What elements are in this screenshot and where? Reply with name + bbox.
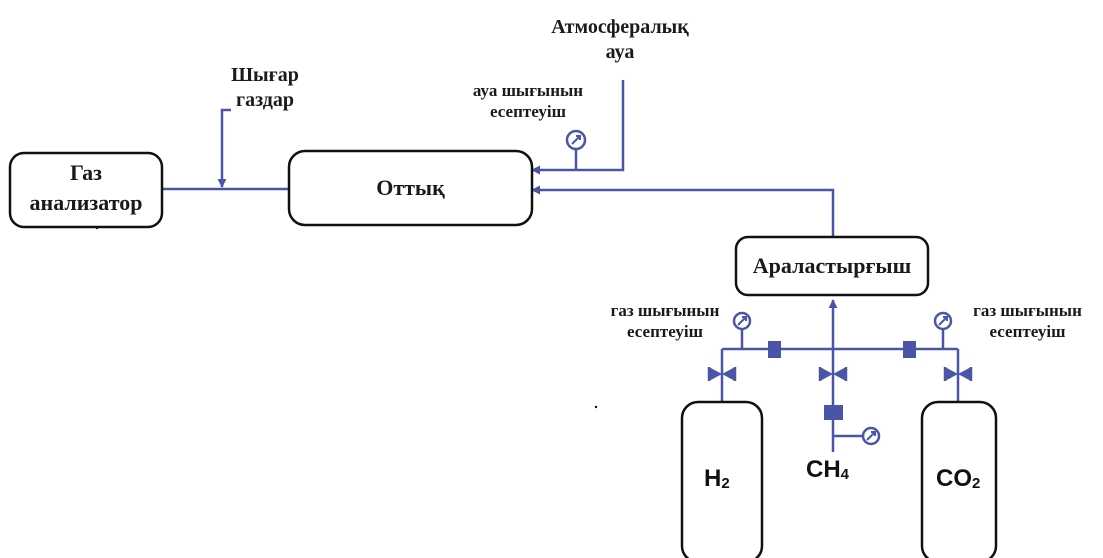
burner-box: [287, 149, 534, 227]
burner-label: Оттық: [376, 175, 445, 200]
filter-icon: [824, 405, 843, 420]
ch4-label: CH4: [806, 456, 850, 483]
filter-icon: [768, 341, 781, 358]
speck: [95, 226, 99, 230]
atmospheric-air-label: Атмосфералық ауа: [551, 16, 689, 63]
air-supply-line: [531, 80, 625, 175]
h2-label: H2: [704, 465, 730, 492]
mixer-box: [734, 235, 930, 297]
speck: [594, 405, 598, 409]
co2-cylinder: [920, 400, 998, 558]
gas-meter-right-label: газ шығынын есептеуіш: [973, 301, 1082, 341]
gas-analyzer-label: Газ анализатор: [29, 160, 143, 215]
air-meter-label: ауа шығынын есептеуіш: [472, 81, 584, 121]
filter-icon: [903, 341, 916, 358]
valve-icon: [945, 367, 971, 381]
gas-meter-left-label: газ шығынын есептеуіш: [610, 301, 720, 341]
exhaust-label: Шығар газдар: [231, 64, 299, 111]
mixer-label: Араластырғыш: [752, 253, 912, 278]
gas-analyzer-box: [8, 151, 164, 229]
exhaust-arrow-line: [217, 108, 231, 188]
valve-icon: [709, 367, 735, 381]
mixer-burner-line: [531, 185, 835, 237]
valve-icon: [820, 367, 846, 381]
h2-cylinder: [680, 400, 764, 558]
co2-label: CO2: [936, 465, 981, 492]
